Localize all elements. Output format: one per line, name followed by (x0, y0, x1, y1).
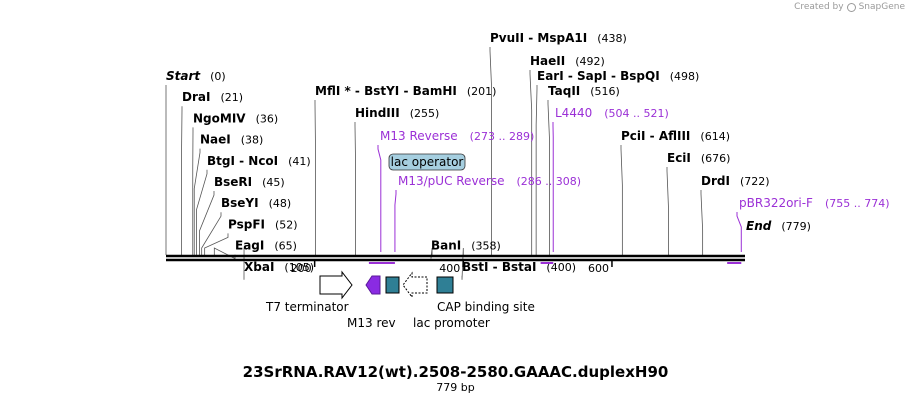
site-leader-pcii (620, 145, 623, 255)
site-pos-pspfi: (52) (275, 218, 298, 231)
site-pos-taqii: (516) (590, 85, 620, 98)
sequence-map: Start (0)DraI (21) NgoMIV (36) NaeI (38) BtgI -… (165, 31, 890, 330)
site-name-eagi[interactable]: EagI (235, 239, 264, 253)
site-leader-naei (193, 148, 201, 255)
tick-label: 600 (588, 262, 609, 275)
primer-leader-pbr322ori (736, 212, 742, 252)
lac-promoter-arrow[interactable] (402, 271, 428, 299)
t7-terminator-arrow[interactable] (319, 270, 353, 300)
lac-promoter-label: lac promoter (413, 316, 490, 330)
site-pos-mfli: (201) (467, 85, 497, 98)
t7-terminator-label: T7 terminator (265, 300, 349, 314)
site-leader-drdi (700, 190, 704, 255)
site-name-haeii[interactable]: HaeII (530, 54, 565, 68)
site-pos-xbai: (105) (284, 261, 314, 274)
site-pos-pcii: (614) (700, 130, 730, 143)
site-name-ngomiv[interactable]: NgoMIV (193, 111, 246, 125)
site-name-start[interactable]: Start (166, 69, 201, 83)
site-pos-pvuii: (438) (597, 32, 627, 45)
primer-name-m13puc[interactable]: M13/pUC Reverse (398, 174, 505, 188)
site-name-btgi[interactable]: BtgI - NcoI (207, 154, 278, 168)
site-pos-haeii: (492) (575, 55, 605, 68)
site-leader-ecii (666, 167, 669, 255)
site-pos-bani: (358) (471, 240, 501, 253)
site-pos-bseyi: (48) (269, 197, 292, 210)
site-pos-bsti: (400) (546, 261, 576, 274)
site-pos-eagi: (65) (274, 240, 297, 253)
site-name-mfli[interactable]: MflI * - BstYI - BamHI (315, 84, 457, 98)
primer-name-m13rev[interactable]: M13 Reverse (380, 129, 458, 143)
credit-brand: SnapGene (858, 2, 905, 12)
site-pos-eari: (498) (670, 70, 700, 83)
site-leader-pvuii (489, 47, 492, 255)
site-leader-bseyi (201, 212, 222, 255)
site-pos-end: (779) (781, 220, 811, 233)
site-leader-eari (535, 85, 538, 255)
site-name-end[interactable]: End (746, 219, 772, 233)
primer-leader-m13puc (394, 190, 397, 252)
primer-range-l4440: (504 .. 521) (604, 107, 669, 120)
lac-operator-box[interactable] (388, 153, 466, 171)
primer-range-m13rev: (273 .. 289) (470, 130, 535, 143)
snapgene-credit: Created by SnapGene (794, 2, 905, 12)
primer-layer: M13 Reverse (273 .. 289) M13/pUC Reverse (2… (368, 106, 890, 264)
tick-label: 400 (439, 262, 460, 275)
site-pos-btgi: (41) (288, 155, 311, 168)
cap-binding-site-box[interactable] (436, 276, 454, 294)
m13-rev-label: M13 rev (347, 316, 396, 330)
site-leader-btgi (196, 169, 208, 255)
site-name-drdi[interactable]: DrdI (701, 174, 730, 188)
site-name-pvuii[interactable]: PvuII - MspA1I (490, 31, 587, 45)
site-name-pcii[interactable]: PciI - AflIII (621, 129, 690, 143)
lac-operator-label: lac operator (391, 155, 464, 169)
site-name-eari[interactable]: EarI - SapI - BspQI (537, 69, 660, 83)
site-pos-drdi: (722) (740, 175, 770, 188)
site-leader-bseri (199, 191, 215, 255)
site-pos-bseri: (45) (262, 176, 285, 189)
site-name-xbai[interactable]: XbaI (244, 260, 274, 274)
site-pos-drai: (21) (220, 91, 243, 104)
site-pos-start: (0) (210, 70, 226, 83)
site-name-pspfi[interactable]: PspFI (228, 217, 265, 231)
tick-label: 200 (291, 262, 312, 275)
site-leader-hindiii (354, 122, 356, 255)
site-name-taqii[interactable]: TaqII (548, 84, 580, 98)
site-pos-hindiii: (255) (410, 107, 440, 120)
site-name-drai[interactable]: DraI (182, 90, 210, 104)
primer-name-l4440[interactable]: L4440 (555, 106, 592, 120)
site-leader-haeii (529, 70, 533, 255)
site-pos-ngomiv: (36) (256, 112, 279, 125)
site-leader-taqii (547, 100, 550, 255)
snapgene-logo-icon (846, 2, 856, 12)
construct-title: 23SrRNA.RAV12(wt).2508-2580.GAAAC.duplex… (242, 363, 669, 381)
primer-name-pbr322ori[interactable]: pBR322ori-F (739, 196, 813, 210)
lac-operator-feature-box[interactable] (385, 276, 400, 294)
site-name-naei[interactable]: NaeI (200, 133, 231, 147)
cap-binding-site-label: CAP binding site (437, 300, 535, 314)
site-name-bseri[interactable]: BseRI (214, 175, 252, 189)
site-leader-pspfi (204, 233, 229, 255)
bp-ticks: 200 400 600 (291, 261, 613, 275)
site-pos-ecii: (676) (701, 152, 731, 165)
construct-length: 779 bp (436, 381, 475, 394)
m13-rev-arrow[interactable] (365, 275, 381, 295)
site-name-bani[interactable]: BanI (431, 239, 461, 253)
credit-text: Created by (794, 2, 844, 12)
primer-leader-m13rev (377, 145, 382, 252)
site-lines (165, 47, 704, 280)
site-pos-naei: (38) (241, 134, 264, 147)
site-name-bseyi[interactable]: BseYI (221, 196, 259, 210)
primer-range-pbr322ori: (755 .. 774) (825, 197, 890, 210)
primer-range-m13puc: (286 .. 308) (517, 175, 582, 188)
site-name-bsti[interactable]: BstI - BstaI (462, 260, 536, 274)
site-name-hindiii[interactable]: HindIII (355, 106, 400, 120)
site-labels: Start (0)DraI (21) NgoMIV (36) NaeI (38) BtgI -… (166, 31, 811, 274)
site-name-ecii[interactable]: EciI (667, 151, 691, 165)
